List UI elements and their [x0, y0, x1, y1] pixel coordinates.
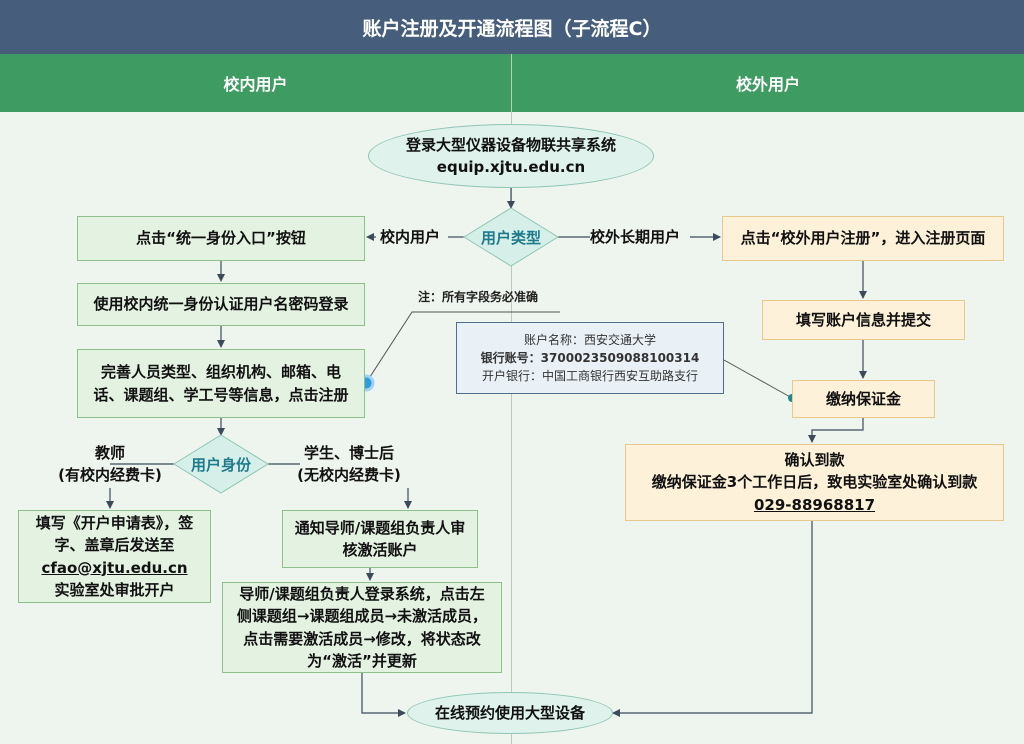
confirm-line1: 确认到款 — [784, 450, 845, 469]
branch-external-label: 校外长期用户 — [590, 228, 681, 246]
bank-connector-line — [723, 359, 793, 399]
arrow-activate-to-end — [361, 673, 406, 717]
internal-step-complete-info: 完善人员类型、组织机构、邮箱、电 话、课题组、学工号等信息，点击注册 — [77, 349, 365, 418]
branch-internal-label: 校内用户 — [380, 228, 441, 246]
teacher-step-line1: 填写《开户申请表》，签 — [35, 513, 194, 532]
confirm-phone[interactable]: 029-88968817 — [753, 495, 876, 514]
note-fields-accurate: 注：所有字段务必准确 — [418, 290, 539, 304]
complete-info-line1: 完善人员类型、组织机构、邮箱、电 — [100, 363, 341, 381]
page-title: 账户注册及开通流程图（子流程C） — [0, 0, 1024, 54]
teacher-step-application: 填写《开户申请表》，签 字、盖章后发送至 cfao@xjtu.edu.cn 实验… — [18, 510, 211, 603]
complete-info-line2: 话、课题组、学工号等信息，点击注册 — [93, 385, 349, 404]
teacher-branch-label: 教师 (有校内经费卡) — [40, 443, 180, 487]
bank-branch: 开户银行：中国工商银行西安互助路支行 — [481, 369, 698, 383]
student-step-line2: 核激活账户 — [342, 541, 418, 559]
student-step-notify-advisor: 通知导师/课题组负责人审 核激活账户 — [282, 510, 478, 568]
bank-account-number: 银行账号：3700023509088100314 — [480, 351, 700, 365]
advisor-activate-step: 导师/课题组负责人登录系统，点击左 侧课题组→课题组成员→未激活成员， 点击需要… — [222, 582, 502, 673]
note-leader-line — [365, 311, 560, 384]
identity-diamond — [173, 434, 269, 494]
external-step-confirm-payment: 确认到款 缴纳保证金3个工作日后，致电实验室处确认到款 029-88968817 — [625, 444, 1004, 521]
arrow-external-3-confirm — [808, 418, 864, 443]
student-line2: (无校内经费卡) — [297, 465, 401, 484]
lane-header-external: 校外用户 — [512, 54, 1024, 112]
end-node: 在线预约使用大型设备 — [407, 692, 613, 734]
start-node: 登录大型仪器设备物联共享系统 equip.xjtu.edu.cn — [368, 124, 654, 188]
user-type-diamond — [463, 207, 559, 267]
teacher-step-email[interactable]: cfao@xjtu.edu.cn — [41, 558, 188, 577]
teacher-step-line2: 字、盖章后发送至 — [54, 536, 175, 554]
external-step-register: 点击“校外用户注册”，进入注册页面 — [722, 216, 1004, 261]
bank-info-box: 账户名称：西安交通大学 银行账号：3700023509088100314 开户银… — [456, 322, 724, 394]
teacher-line2: (有校内经费卡) — [58, 465, 162, 484]
external-step-deposit: 缴纳保证金 — [792, 380, 935, 418]
teacher-line1: 教师 — [94, 444, 125, 462]
internal-step-unified-login: 点击“统一身份入口”按钮 — [77, 216, 365, 261]
arrow-confirm-to-end — [612, 521, 813, 717]
activate-line4: 为“激活”并更新 — [307, 652, 417, 670]
activate-line2: 侧课题组→课题组成员→未激活成员， — [236, 607, 488, 625]
internal-step-credential-login: 使用校内统一身份认证用户名密码登录 — [77, 283, 365, 326]
activate-line3: 点击需要激活成员→修改，将状态改 — [243, 629, 481, 648]
lane-header-internal: 校内用户 — [0, 54, 511, 112]
user-type-label: 用户类型 — [480, 229, 541, 247]
start-url: equip.xjtu.edu.cn — [436, 158, 586, 176]
student-line1: 学生、博士后 — [303, 444, 394, 462]
student-branch-label: 学生、博士后 (无校内经费卡) — [284, 443, 414, 487]
lane-divider — [511, 54, 512, 744]
identity-label: 用户身份 — [190, 456, 251, 474]
external-step-fill-info: 填写账户信息并提交 — [762, 300, 965, 340]
student-step-line1: 通知导师/课题组负责人审 — [294, 518, 466, 537]
confirm-line2: 缴纳保证金3个工作日后，致电实验室处确认到款 — [651, 473, 978, 492]
start-line1: 登录大型仪器设备物联共享系统 — [405, 135, 616, 154]
bank-account-name: 账户名称：西安交通大学 — [523, 333, 656, 347]
teacher-step-line4: 实验室处审批开户 — [54, 581, 175, 599]
activate-line1: 导师/课题组负责人登录系统，点击左 — [239, 584, 485, 603]
